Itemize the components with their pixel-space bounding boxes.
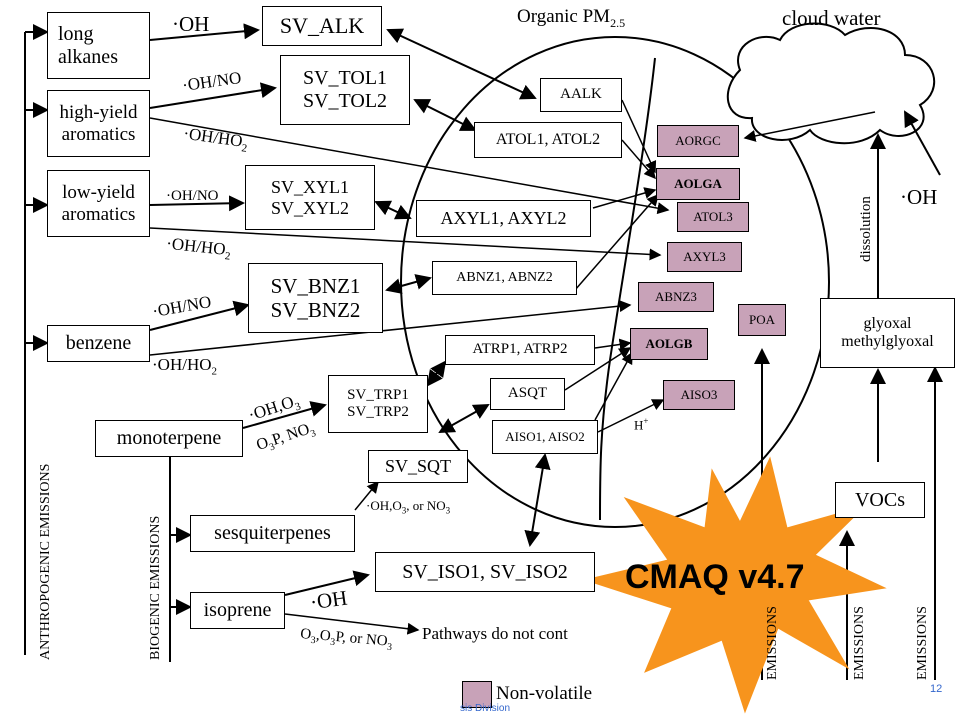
aorgc-box: AORGC [657,125,739,157]
axyl3-box: AXYL3 [667,242,742,272]
cmaq-starburst [583,456,887,714]
poa-box: POA [738,304,786,336]
atrp-box: ATRP1, ATRP2 [445,335,595,365]
footer-division: sis Division [460,703,511,714]
atol-box: ATOL1, ATOL2 [474,122,622,158]
sv-iso-box: SV_ISO1, SV_ISO2 [375,552,595,592]
organic-pm-title: Organic PM2.5 [517,6,626,30]
page-number: 12 [930,683,943,695]
sqt-oxidant-label: ·OH,O3, or NO3 [366,498,451,516]
phase-divider [599,57,656,521]
sesquiterpenes-box: sesquiterpenes [190,515,355,552]
cloud-water-label: cloud water [782,6,881,30]
asqt-box: ASQT [490,378,565,410]
pathways-label: Pathways do not cont [422,624,568,643]
atol3-box: ATOL3 [677,202,749,232]
vocs-box: VOCs [835,482,925,518]
emissions-label-glyoxal: EMISSIONS [915,606,930,680]
aalk-box: AALK [540,78,622,112]
biogenic-emissions-label: BIOGENIC EMISSIONS [148,515,163,660]
aiso-box: AISO1, AISO2 [492,420,598,454]
oh-label-alkanes: ·OH [172,12,210,36]
oh-ho2-label-benzene: ·OH/HO2 [152,355,217,378]
cloud-shape [726,22,936,145]
abnz3-box: ABNZ3 [638,282,714,312]
high-yield-aromatics-box: high-yield aromatics [47,90,150,157]
oh-label-cloud: ·OH [900,185,938,209]
sv-bnz-box: SV_BNZ1 SV_BNZ2 [248,263,383,333]
axyl-box: AXYL1, AXYL2 [416,200,591,237]
abnz-box: ABNZ1, ABNZ2 [432,261,577,295]
glyoxal-box: glyoxal methylglyoxal [820,298,955,368]
emissions-label-poa: EMISSIONS [765,606,780,680]
oh-no-label-lowyield: ·OH/NO [166,188,219,204]
oh-label-isoprene: ·OH [308,585,349,615]
emissions-label-vocs: EMISSIONS [852,606,867,680]
sv-tol-box: SV_TOL1 SV_TOL2 [280,55,410,125]
aolga-box: AOLGA [656,168,740,200]
sv-xyl-box: SV_XYL1 SV_XYL2 [245,165,375,230]
isoprene-box: isoprene [190,592,285,629]
sv-alk-box: SV_ALK [262,6,382,46]
legend-swatch-nonvolatile [462,681,492,708]
legend-label-nonvolatile: Non-volatile [496,683,593,704]
anthropogenic-emissions-label: ANTHROPOGENIC EMISSIONS [38,463,53,660]
benzene-box: benzene [47,325,150,362]
dissolution-label: dissolution [858,196,874,262]
long-alkanes-box: long alkanes [47,12,150,79]
sv-trp-box: SV_TRP1 SV_TRP2 [328,375,428,433]
aolgb-box: AOLGB [630,328,708,360]
low-yield-aromatics-box: low-yield aromatics [47,170,150,237]
aiso3-box: AISO3 [663,380,735,410]
h-plus-label: H+ [634,416,649,433]
monoterpene-box: monoterpene [95,420,243,457]
cmaq-version-badge: CMAQ v4.7 [625,558,805,596]
sv-sqt-box: SV_SQT [368,450,468,483]
